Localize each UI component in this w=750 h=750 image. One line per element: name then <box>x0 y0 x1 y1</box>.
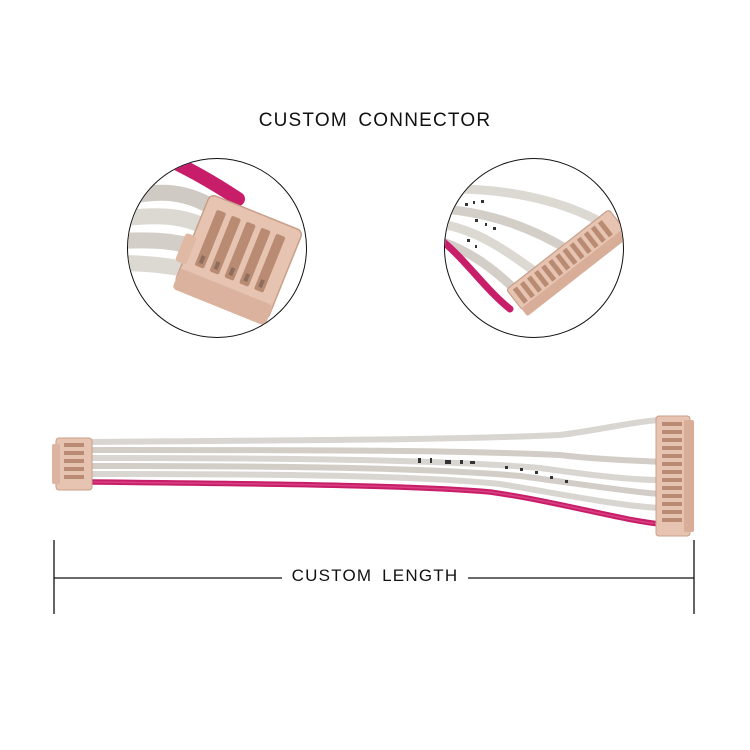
small-connector-closeup <box>128 159 303 325</box>
title-custom-connector: CUSTOM CONNECTOR <box>258 110 492 131</box>
zoom-lens-large-connector <box>444 158 624 338</box>
dimension-label-wrapper: CUSTOM LENGTH <box>0 566 750 586</box>
cable-assembly <box>0 380 750 560</box>
small-connector <box>52 437 93 491</box>
dimension-label: CUSTOM LENGTH <box>281 566 469 585</box>
large-connector <box>655 415 694 537</box>
large-connector-closeup <box>445 184 623 316</box>
zoom-lens-small-connector <box>127 158 307 338</box>
cable-assembly-drawing <box>52 415 694 537</box>
